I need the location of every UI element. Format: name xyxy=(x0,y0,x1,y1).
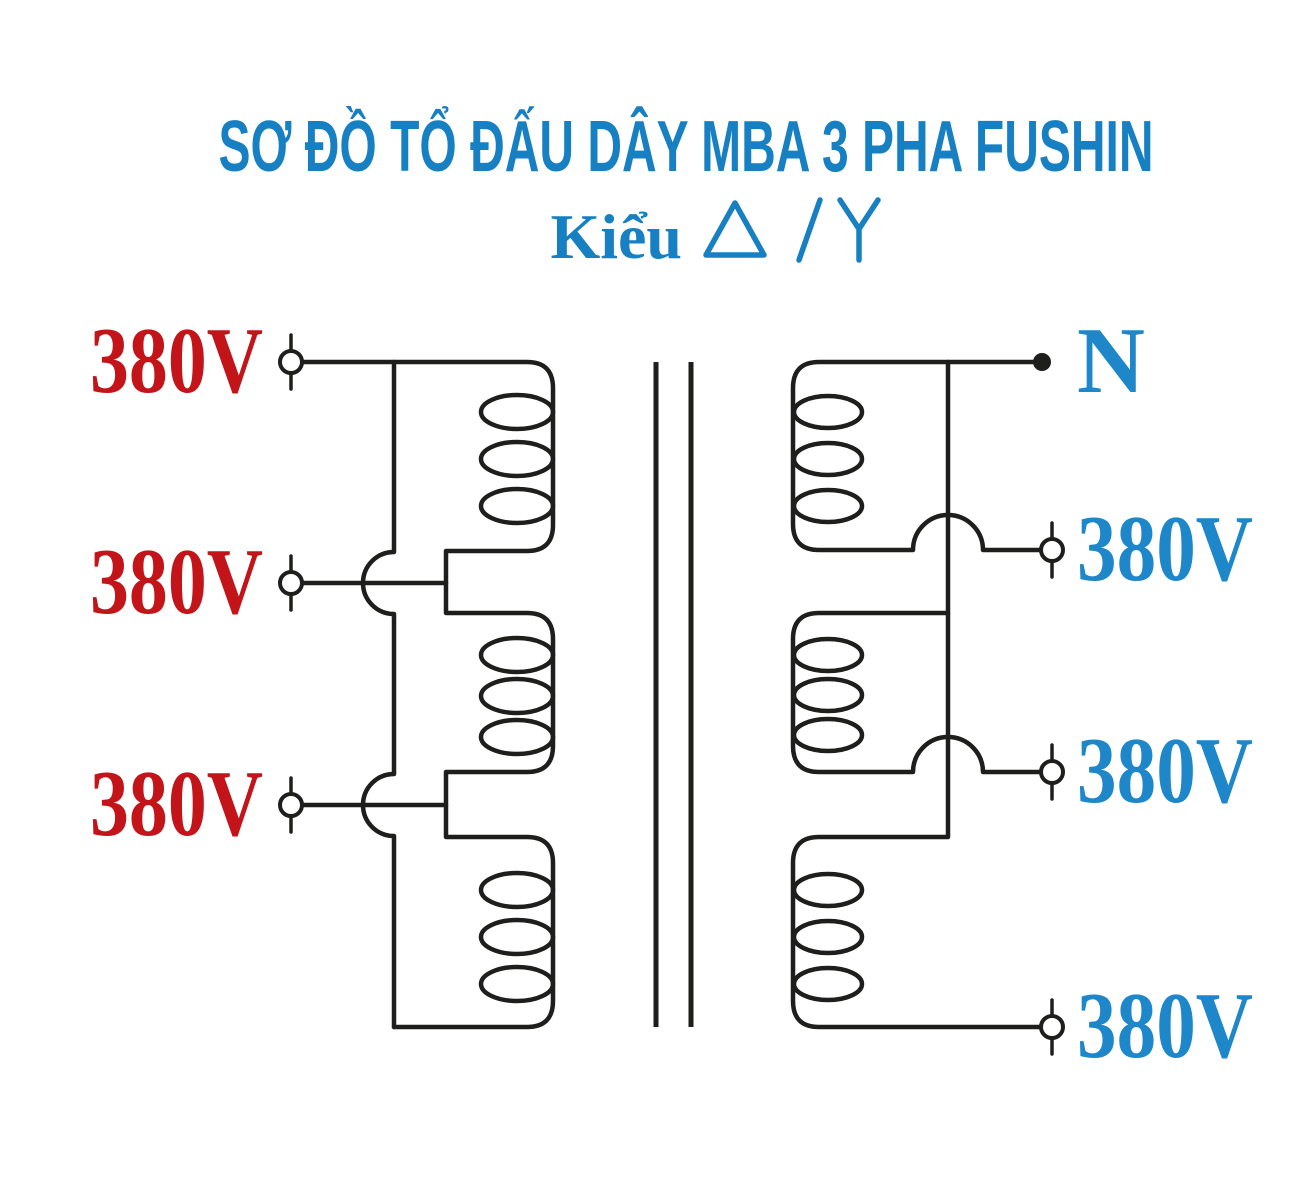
primary-terminal-2 xyxy=(278,554,304,612)
neutral-dot xyxy=(1033,353,1051,371)
secondary-terminal-2 xyxy=(1039,743,1065,801)
primary-delta-return-wire xyxy=(360,359,397,1030)
coil-loop xyxy=(478,635,556,675)
secondary-voltage-label-1: 380V xyxy=(1077,497,1253,601)
secondary-voltage-label-3: 380V xyxy=(1077,974,1253,1078)
coil-loop xyxy=(478,676,556,716)
delta-wye-symbol xyxy=(703,197,881,263)
terminal-circle xyxy=(1039,759,1065,785)
secondary-terminal-3 xyxy=(1039,998,1065,1056)
terminal-circle xyxy=(1039,1014,1065,1040)
primary-terminal-1 xyxy=(278,333,304,391)
coil-loop xyxy=(791,918,865,956)
secondary-neutral-bus-and-coil-6-wire xyxy=(790,359,1044,1030)
secondary-coil-6 xyxy=(791,871,865,1003)
header: SƠ ĐỒ TỔ ĐẤU DÂY MBA 3 PHA FUSHIN Kiểu xyxy=(219,106,1154,272)
primary-terminal-3 xyxy=(278,776,304,834)
slash-icon xyxy=(796,197,823,263)
secondary-voltage-label-2: 380V xyxy=(1077,719,1253,823)
terminal-circle xyxy=(1039,537,1065,563)
terminal-circle xyxy=(278,349,304,375)
coil-loop xyxy=(791,636,865,674)
terminal-circle xyxy=(278,792,304,818)
primary-coil-1 xyxy=(478,392,556,526)
terminal-circle xyxy=(278,570,304,596)
primary-coil-3 xyxy=(478,870,556,1004)
coil-loop xyxy=(791,393,865,431)
coil-loop xyxy=(478,392,556,432)
coil-loop xyxy=(478,439,556,479)
secondary-neutral-node xyxy=(1033,353,1051,371)
coil-loop xyxy=(791,487,865,525)
primary-voltage-label-1: 380V xyxy=(90,309,263,413)
coil-loop xyxy=(478,870,556,910)
primary-winding-wire xyxy=(299,359,556,1030)
coil-loop xyxy=(791,440,865,478)
coil-loop xyxy=(791,716,865,754)
neutral-label: N xyxy=(1077,309,1145,413)
coil-loop xyxy=(791,871,865,909)
primary-winding-delta: 380V 380V 380V xyxy=(90,309,556,1030)
secondary-coil-4-wire xyxy=(790,359,1044,553)
subtitle-kieu-label: Kiểu xyxy=(550,201,682,272)
coil-loop xyxy=(478,964,556,1004)
secondary-coil-5-wire xyxy=(790,610,1044,775)
delta-icon xyxy=(703,200,767,258)
coil-loop xyxy=(791,965,865,1003)
secondary-winding-wye: N 380V 380V 380V xyxy=(790,309,1253,1078)
coil-loop xyxy=(478,486,556,526)
secondary-coil-5 xyxy=(791,636,865,754)
coil-loop xyxy=(478,917,556,957)
transformer-core xyxy=(653,362,694,1027)
secondary-terminal-1 xyxy=(1039,521,1065,579)
coil-loop xyxy=(791,676,865,714)
primary-voltage-label-3: 380V xyxy=(90,752,263,856)
primary-voltage-label-2: 380V xyxy=(90,530,263,634)
diagram-title: SƠ ĐỒ TỔ ĐẤU DÂY MBA 3 PHA FUSHIN xyxy=(219,106,1154,187)
secondary-coil-4 xyxy=(791,393,865,525)
primary-coil-2 xyxy=(478,635,556,757)
wye-icon xyxy=(837,197,881,263)
coil-loop xyxy=(478,717,556,757)
